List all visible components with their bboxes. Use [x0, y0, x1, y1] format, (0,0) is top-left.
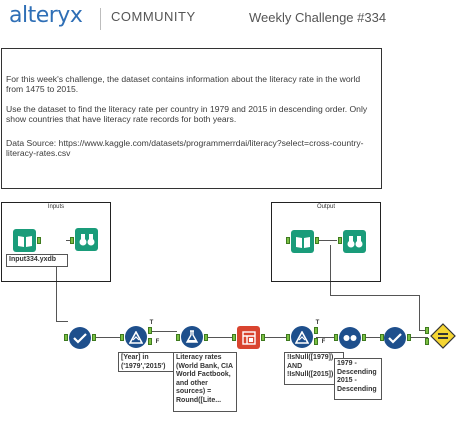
challenge-description: For this week's challenge, the dataset c… — [1, 48, 382, 189]
input-output-anchor[interactable] — [37, 237, 41, 244]
connection-input-right — [56, 321, 68, 322]
formula-output-anchor[interactable] — [204, 334, 208, 341]
compare-input-anchor-top[interactable] — [425, 327, 429, 334]
connection-output-down — [419, 295, 420, 331]
output-container[interactable]: Output — [271, 202, 381, 282]
compare-output-tool[interactable] — [430, 323, 456, 349]
connection-output-in — [419, 330, 428, 331]
filter1-false-anchor[interactable] — [148, 338, 152, 345]
connection-input-down — [56, 260, 57, 322]
inputs-container-title: Inputs — [47, 204, 65, 210]
equals-icon — [430, 323, 456, 349]
crosstab-tool[interactable] — [237, 326, 260, 349]
description-paragraph-3: Data Source: https://www.kaggle.com/data… — [6, 138, 364, 158]
filter1-true-label: T — [149, 320, 154, 326]
browse-output-anchor[interactable] — [338, 237, 342, 244]
select-output-anchor[interactable] — [92, 334, 96, 341]
sort-input-anchor[interactable] — [334, 334, 338, 341]
output-input-anchor-left[interactable] — [286, 237, 290, 244]
crosstab-input-anchor[interactable] — [232, 334, 236, 341]
compare-input-anchor-bottom[interactable] — [425, 338, 429, 345]
book-icon — [17, 235, 32, 247]
alteryx-logo: alteryx — [9, 3, 83, 28]
filter1-false-label: F — [155, 339, 160, 345]
description-paragraph-2: Use the dataset to find the literacy rat… — [6, 104, 368, 124]
browse-tool-output[interactable] — [343, 230, 366, 253]
filter1-annotation: [Year] in ('1979','2015') — [118, 352, 176, 372]
filter1-input-anchor[interactable] — [120, 334, 124, 341]
input-data-tool-output[interactable] — [291, 230, 314, 253]
browse-input-anchor[interactable] — [70, 237, 74, 244]
sort-output-anchor[interactable] — [362, 334, 366, 341]
select-tool[interactable] — [69, 327, 91, 349]
crosstab-output-anchor[interactable] — [261, 334, 265, 341]
input-data-tool[interactable] — [13, 229, 36, 252]
output-book-anchor[interactable] — [315, 237, 319, 244]
connection-7 — [408, 337, 428, 338]
connection-output-up — [330, 245, 331, 296]
filter2-true-anchor[interactable] — [314, 327, 318, 334]
sort-annotation: 1979 - Descending 2015 - Descending — [334, 358, 382, 400]
filter-tool-notnull[interactable] — [291, 326, 313, 348]
connection-3 — [206, 337, 236, 338]
connection-6 — [364, 337, 382, 338]
inputs-container[interactable]: Inputs — [1, 202, 111, 282]
select2-output-anchor[interactable] — [407, 334, 411, 341]
filter2-false-label: F — [321, 339, 326, 345]
checkmark-icon — [73, 333, 87, 344]
formula-annotation: Literacy rates (World Bank, CIA World Fa… — [173, 352, 237, 412]
filter1-true-anchor[interactable] — [148, 327, 152, 334]
select-input-anchor[interactable] — [64, 334, 68, 341]
binoculars-icon — [347, 235, 362, 247]
filter2-true-label: T — [315, 320, 320, 326]
connection-5 — [316, 337, 336, 338]
input-file-annotation: Input334.yxdb — [6, 254, 68, 267]
filter-tool-year[interactable] — [125, 326, 147, 348]
browse-tool-inputs[interactable] — [75, 228, 98, 251]
flask-icon — [185, 330, 199, 343]
connection-2 — [150, 331, 177, 332]
filter-triangle-icon — [295, 330, 309, 344]
connection-4 — [262, 337, 288, 338]
sort-icon — [343, 335, 357, 341]
connection-output-h — [330, 295, 419, 296]
community-label: COMMUNITY — [111, 9, 196, 24]
sort-tool[interactable] — [339, 327, 361, 349]
select2-input-anchor[interactable] — [380, 334, 384, 341]
formula-input-anchor[interactable] — [176, 334, 180, 341]
book-icon — [295, 236, 310, 248]
crosstab-icon — [241, 330, 256, 345]
connection-output-browse — [315, 240, 337, 241]
filter2-input-anchor[interactable] — [286, 334, 290, 341]
description-paragraph-1: For this week's challenge, the dataset c… — [6, 74, 361, 94]
filter2-false-anchor[interactable] — [314, 338, 318, 345]
filter-triangle-icon — [129, 330, 143, 344]
checkmark-icon — [388, 333, 402, 344]
binoculars-icon — [79, 233, 94, 245]
formula-tool[interactable] — [181, 326, 203, 348]
select-tool-2[interactable] — [384, 327, 406, 349]
header-divider — [100, 8, 101, 30]
connection-1 — [95, 337, 121, 338]
challenge-title: Weekly Challenge #334 — [249, 10, 387, 25]
output-container-title: Output — [316, 204, 335, 210]
